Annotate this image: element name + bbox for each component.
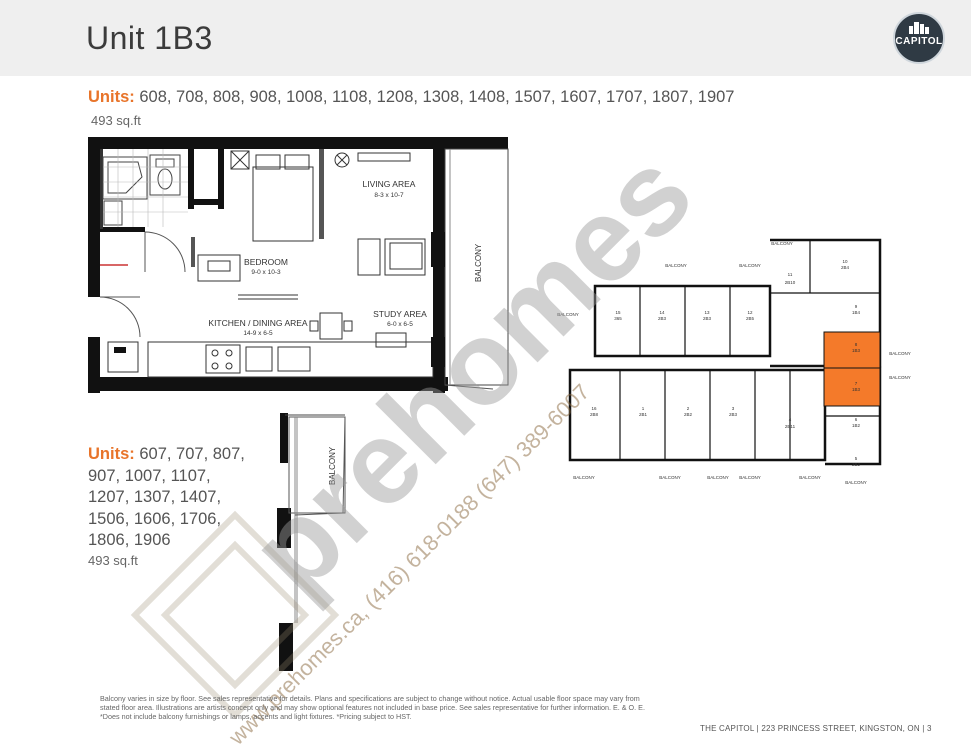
- capitol-logo: CAPITOL: [893, 12, 945, 64]
- logo-text: CAPITOL: [895, 36, 943, 47]
- balcony-label: BALCONY: [474, 243, 483, 282]
- keyplate-balcony-e1: BALCONY: [889, 351, 911, 356]
- keyplate-balcony-n2: BALCONY: [739, 263, 761, 268]
- units-line-1: 907, 1007, 1107,: [88, 466, 211, 485]
- unit-10-num: 10: [842, 259, 848, 264]
- unit-11-num: 11: [788, 272, 793, 277]
- unit-1-sub: 2B1: [639, 412, 648, 417]
- unit-4-sub: 2B11: [785, 424, 796, 429]
- keyplate-balcony-s1: BALCONY: [573, 475, 595, 480]
- keyplate-balcony-s3: BALCONY: [707, 475, 729, 480]
- secondary-sqft: 493 sq.ft: [88, 553, 138, 568]
- study-dims: 6-0 x 6-5: [387, 321, 413, 328]
- header-bar: Unit 1B3 CAPITOL: [0, 0, 971, 76]
- secondary-units: Units: 607, 707, 807, 907, 1007, 1107, 1…: [88, 444, 268, 552]
- unit-9-sub: 1B4: [852, 310, 861, 315]
- unit-16-sub: 2B8: [590, 412, 599, 417]
- unit-14-sub: 2B3: [658, 316, 667, 321]
- units-list: 608, 708, 808, 908, 1008, 1108, 1208, 13…: [139, 88, 735, 106]
- unit-1-num: 1: [642, 406, 645, 411]
- units-label-2: Units:: [88, 445, 135, 463]
- keyplate-balcony-s5: BALCONY: [799, 475, 821, 480]
- units-label: Units:: [88, 88, 135, 106]
- units-line-2: 1207, 1307, 1407,: [88, 488, 222, 506]
- unit-14-num: 14: [659, 310, 665, 315]
- page-title: Unit 1B3: [86, 20, 213, 56]
- unit-2-sub: 2B2: [684, 412, 693, 417]
- skyline-icon: [909, 22, 929, 34]
- units-line-4: 1806, 1906: [88, 531, 171, 549]
- unit-6-num: 6: [855, 417, 858, 422]
- unit-5-sub: 2B2: [852, 462, 861, 467]
- balcony-variant-plan: BALCONY: [277, 413, 346, 671]
- keyplate-balcony-s6: BALCONY: [845, 480, 867, 485]
- footer-address: THE CAPITOL | 223 PRINCESS STREET, KINGS…: [700, 724, 932, 733]
- keyplate-balcony-n3: BALCONY: [771, 241, 793, 246]
- keyplate-balcony-e2: BALCONY: [889, 375, 911, 380]
- unit-9-num: 9: [855, 304, 858, 309]
- unit-10-sub: 2B4: [841, 265, 850, 270]
- unit-15-sub: 365: [614, 316, 622, 321]
- study-label: STUDY AREA: [373, 309, 427, 319]
- kitchen-dims: 14-9 x 6-5: [243, 330, 273, 337]
- unit-12-num: 12: [747, 310, 753, 315]
- unit-4-num: 4: [789, 417, 792, 422]
- balcony-variant-label: BALCONY: [328, 446, 337, 485]
- disclaimer-text: Balcony varies in size by floor. See sal…: [100, 694, 645, 722]
- unit-7-num: 7: [855, 381, 858, 386]
- unit-2-num: 2: [687, 406, 690, 411]
- unit-7-sub: 1B3: [852, 387, 861, 392]
- living-area-dims: 8-3 x 10-7: [374, 192, 404, 199]
- unit-11-sub: 2B10: [785, 280, 796, 285]
- unit-13-sub: 2B3: [703, 316, 712, 321]
- unit-8-sub: 1B3: [852, 348, 861, 353]
- kitchen-label: KITCHEN / DINING AREA: [208, 318, 308, 328]
- units-line-3: 1506, 1606, 1706,: [88, 509, 222, 528]
- unit-12-sub: 2B5: [746, 316, 755, 321]
- unit-13-num: 13: [704, 310, 710, 315]
- keyplate-balcony-w: BALCONY: [557, 312, 579, 317]
- living-area-label: LIVING AREA: [363, 179, 416, 189]
- unit-16-num: 16: [591, 406, 597, 411]
- keyplate-balcony-s2: BALCONY: [659, 475, 681, 480]
- unit-3-sub: 2B3: [729, 412, 738, 417]
- unit-5-num: 5: [855, 456, 858, 461]
- bedroom-dims: 9-0 x 10-3: [251, 269, 281, 276]
- unit-8-num: 8: [855, 342, 858, 347]
- units-line-0: 607, 707, 807,: [139, 445, 245, 463]
- bedroom-label: BEDROOM: [244, 257, 288, 267]
- building-key-plate: 15 365 14 2B3 13 2B3 12 2B5 11 2B10 10 2…: [557, 238, 911, 485]
- unit-3-num: 3: [732, 406, 735, 411]
- unit-15-num: 15: [615, 310, 621, 315]
- primary-units: Units: 608, 708, 808, 908, 1008, 1108, 1…: [88, 88, 735, 107]
- keyplate-balcony-n1: BALCONY: [665, 263, 687, 268]
- unit-6-sub: 1B2: [852, 423, 861, 428]
- primary-sqft: 493 sq.ft: [91, 113, 141, 128]
- keyplate-balcony-s4: BALCONY: [739, 475, 761, 480]
- unit-floor-plan: LIVING AREA 8-3 x 10-7 BEDROOM 9-0 x 10-…: [88, 137, 509, 393]
